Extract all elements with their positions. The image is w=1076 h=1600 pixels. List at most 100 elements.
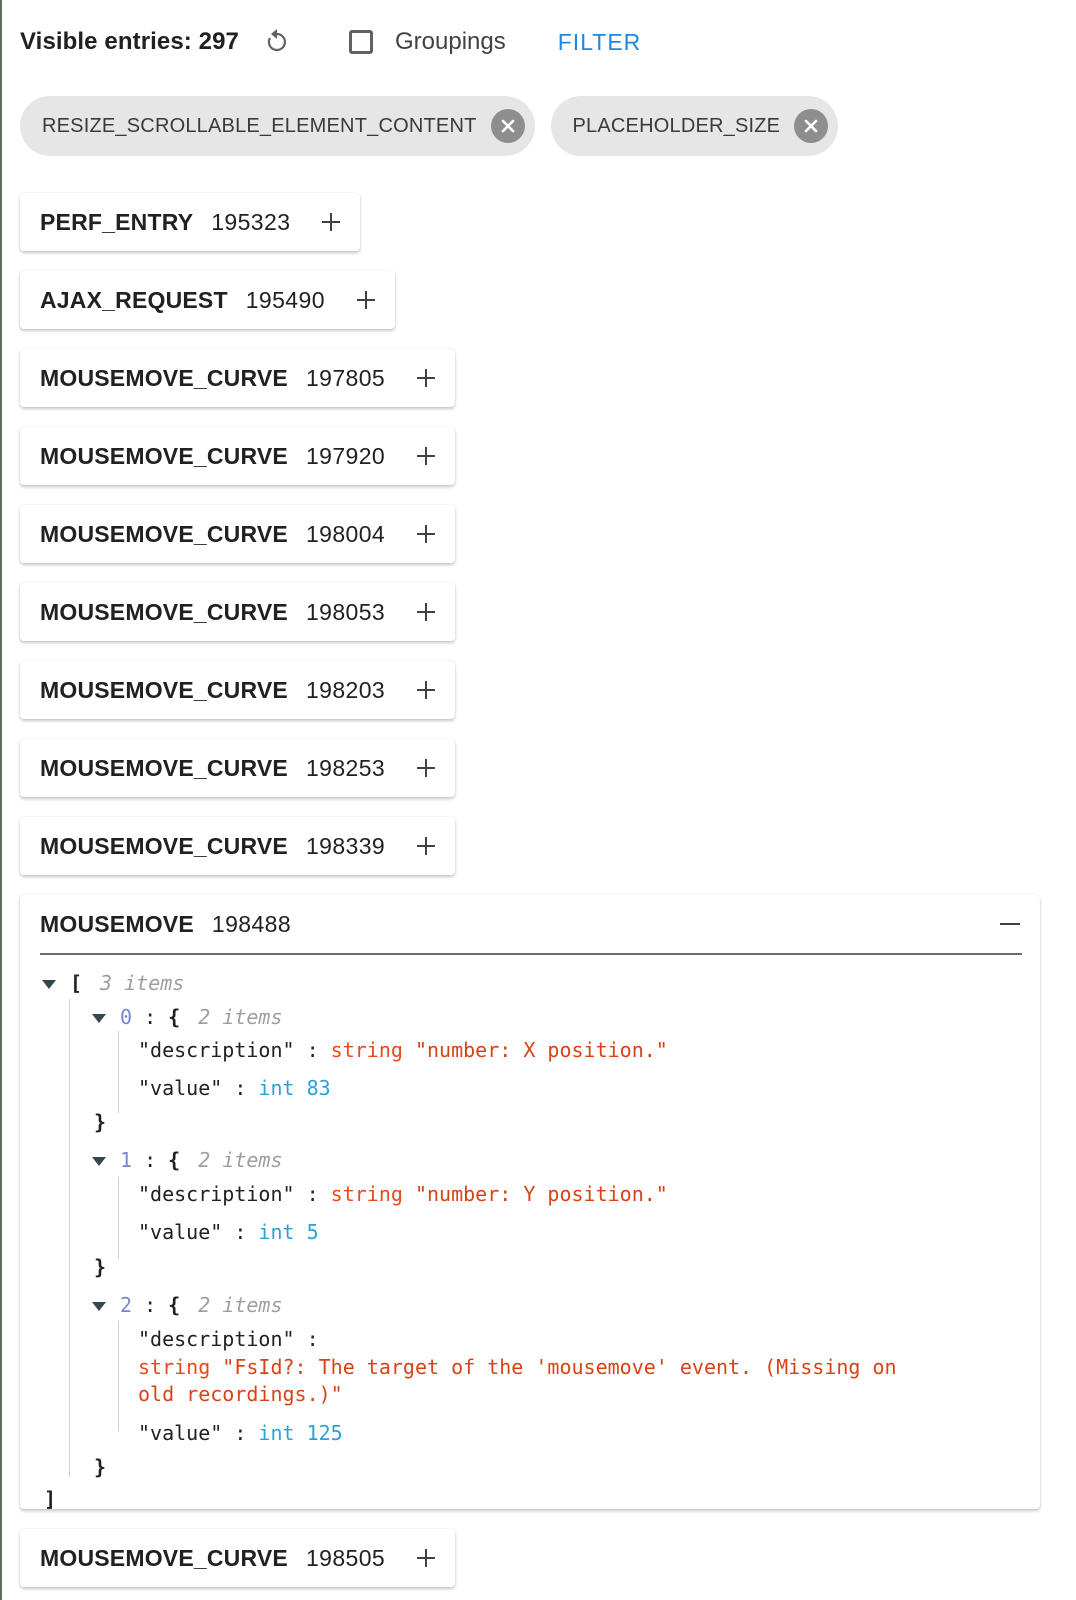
plus-icon[interactable] <box>355 289 377 311</box>
entry-id: 198339 <box>305 832 386 859</box>
json-field-line: "value" : int 125 <box>138 1421 343 1445</box>
entry-card[interactable]: PERF_ENTRY 195323 <box>20 193 361 251</box>
caret-down-icon[interactable] <box>92 1157 106 1166</box>
json-object-line: 2 : {2 items <box>92 1293 283 1317</box>
json-field-line: "value" : int 5 <box>138 1220 319 1244</box>
entry-id: 198505 <box>305 1544 386 1571</box>
entry-id: 195323 <box>211 208 291 235</box>
entry-card[interactable]: MOUSEMOVE_CURVE 197920 <box>20 427 456 485</box>
visible-entries-count: Visible entries: 297 <box>20 28 240 55</box>
json-key: "description" <box>138 1182 295 1206</box>
plus-icon[interactable] <box>415 679 437 701</box>
chip-label: PLACEHOLDER_SIZE <box>572 114 781 137</box>
close-icon[interactable] <box>490 109 525 143</box>
plus-icon[interactable] <box>415 445 437 467</box>
entry-card[interactable]: MOUSEMOVE_CURVE 198004 <box>20 505 456 563</box>
minus-icon[interactable] <box>1000 923 1020 925</box>
json-type: string <box>330 1182 403 1206</box>
indent-guide <box>118 1031 119 1113</box>
json-field-line: "description" : string "number: X positi… <box>138 1038 668 1062</box>
json-type: string <box>138 1355 211 1379</box>
indent-guide <box>69 999 70 1477</box>
entry-card[interactable]: AJAX_REQUEST 195490 <box>20 271 395 329</box>
indent-guide <box>118 1321 119 1431</box>
json-field-line: old recordings.)" <box>138 1382 343 1406</box>
json-bracket: [ <box>70 971 83 995</box>
json-close-brace: } <box>94 1255 107 1279</box>
json-string-value: "number: X position." <box>414 1038 668 1062</box>
filter-chips: RESIZE_SCROLLABLE_ELEMENT_CONTENT PLACEH… <box>20 96 839 156</box>
json-item-count: 2 items <box>198 1005 283 1029</box>
expanded-entry-card: MOUSEMOVE 198488 [3 items 0 : {2 items "… <box>20 895 1040 1511</box>
json-field-line: string "FsId?: The target of the 'mousem… <box>138 1355 897 1379</box>
chip-label: RESIZE_SCROLLABLE_ELEMENT_CONTENT <box>42 114 477 137</box>
entry-id: 198053 <box>305 598 386 625</box>
json-type: string <box>330 1038 403 1062</box>
entry-id: 198203 <box>305 676 386 703</box>
plus-icon[interactable] <box>415 601 437 623</box>
entry-type: MOUSEMOVE_CURVE <box>40 1544 288 1571</box>
entry-id: 195490 <box>245 286 325 313</box>
entry-type: MOUSEMOVE_CURVE <box>40 364 288 391</box>
entry-card[interactable]: MOUSEMOVE_CURVE 198339 <box>20 817 456 875</box>
close-icon[interactable] <box>794 109 829 143</box>
json-type: int <box>258 1220 295 1244</box>
plus-icon[interactable] <box>415 757 437 779</box>
json-field-line: "description" : <box>138 1327 319 1351</box>
refresh-icon[interactable] <box>263 28 291 56</box>
left-border <box>0 0 2 1600</box>
entry-id: 197920 <box>305 442 386 469</box>
entry-type: MOUSEMOVE_CURVE <box>40 520 288 547</box>
expanded-entry-header[interactable]: MOUSEMOVE 198488 <box>40 895 1022 955</box>
entry-card[interactable]: MOUSEMOVE_CURVE 198505 <box>20 1529 456 1587</box>
json-key: "value" <box>138 1220 223 1244</box>
plus-icon[interactable] <box>415 1547 437 1569</box>
entry-id: 198253 <box>305 754 386 781</box>
entry-type: AJAX_REQUEST <box>40 286 228 313</box>
plus-icon[interactable] <box>415 835 437 857</box>
entry-type: MOUSEMOVE_CURVE <box>40 754 288 781</box>
json-key: "description" <box>138 1327 295 1351</box>
groupings-checkbox[interactable] <box>349 30 374 54</box>
json-key: "value" <box>138 1421 223 1445</box>
json-object-line: 1 : {2 items <box>92 1148 283 1172</box>
plus-icon[interactable] <box>415 367 437 389</box>
json-string-value: "number: Y position." <box>414 1182 668 1206</box>
json-close-brace: } <box>94 1110 107 1134</box>
entry-card[interactable]: MOUSEMOVE_CURVE 198253 <box>20 739 456 797</box>
json-int-value: 125 <box>306 1421 343 1445</box>
json-close-brace: } <box>94 1455 107 1479</box>
filter-button[interactable]: FILTER <box>557 28 642 55</box>
json-root-line: [3 items <box>42 971 184 995</box>
caret-down-icon[interactable] <box>92 1014 106 1023</box>
json-key: "value" <box>138 1076 223 1100</box>
json-item-count: 3 items <box>100 971 185 995</box>
caret-down-icon[interactable] <box>92 1302 106 1311</box>
entry-card[interactable]: MOUSEMOVE_CURVE 197805 <box>20 349 456 407</box>
json-index: 1 <box>120 1148 133 1172</box>
json-string-value: "FsId?: The target of the 'mousemove' ev… <box>222 1355 897 1379</box>
json-item-count: 2 items <box>198 1148 283 1172</box>
json-viewer: [3 items 0 : {2 items "description" : st… <box>40 955 1022 1511</box>
json-field-line: "value" : int 83 <box>138 1076 331 1100</box>
groupings-toggle[interactable]: Groupings <box>349 28 506 56</box>
json-int-value: 83 <box>306 1076 331 1100</box>
plus-icon[interactable] <box>320 211 342 233</box>
entry-type: PERF_ENTRY <box>40 208 194 235</box>
entry-id: 198004 <box>305 520 386 547</box>
json-object-line: 0 : {2 items <box>92 1005 283 1029</box>
json-type: int <box>258 1421 295 1445</box>
plus-icon[interactable] <box>415 523 437 545</box>
caret-down-icon[interactable] <box>42 980 56 989</box>
indent-guide <box>118 1177 119 1259</box>
filter-chip: RESIZE_SCROLLABLE_ELEMENT_CONTENT <box>20 96 535 156</box>
entry-type: MOUSEMOVE_CURVE <box>40 598 288 625</box>
filter-chip: PLACEHOLDER_SIZE <box>550 96 839 156</box>
entry-id: 198488 <box>211 910 292 937</box>
json-type: int <box>258 1076 295 1100</box>
entry-card[interactable]: MOUSEMOVE_CURVE 198053 <box>20 583 456 641</box>
entry-type: MOUSEMOVE_CURVE <box>40 832 288 859</box>
entry-id: 197805 <box>305 364 386 391</box>
entry-type: MOUSEMOVE_CURVE <box>40 442 288 469</box>
